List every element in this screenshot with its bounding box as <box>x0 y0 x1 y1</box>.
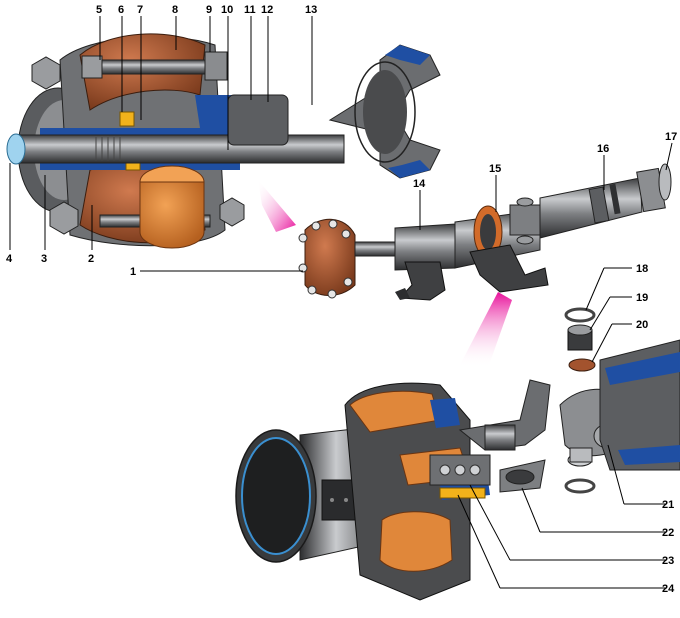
universal-joint-middle <box>509 197 541 245</box>
callout-7: 7 <box>137 4 143 16</box>
callout-23: 23 <box>662 555 674 567</box>
rear-shaft-section <box>599 339 680 471</box>
callout-16: 16 <box>597 143 609 155</box>
callout-10: 10 <box>221 4 233 16</box>
front-shaft <box>6 94 345 165</box>
callout-6: 6 <box>118 4 124 16</box>
callout-11: 11 <box>244 4 256 16</box>
callout-18: 18 <box>636 263 648 275</box>
callout-15: 15 <box>489 163 501 175</box>
callout-12: 12 <box>261 4 273 16</box>
universal-joint-rear <box>636 163 672 213</box>
support-bearing <box>429 454 491 499</box>
support-bracket-front <box>395 261 446 301</box>
pointer-arrow-lower <box>460 292 512 368</box>
centering-rubber-block <box>139 165 205 249</box>
retaining-ring-bottom <box>564 478 596 494</box>
leader-lines <box>9 16 673 589</box>
elastic-coupling <box>298 218 356 299</box>
callout-14: 14 <box>413 178 426 190</box>
callout-13: 13 <box>305 4 317 16</box>
coupling-nut-left <box>31 56 61 90</box>
callout-9: 9 <box>206 4 212 16</box>
callout-19: 19 <box>636 292 648 304</box>
elastic-coupling-cutaway <box>6 33 441 249</box>
callout-4: 4 <box>6 253 13 265</box>
intermediate-support-detail <box>235 379 551 601</box>
flange-washer <box>499 459 546 493</box>
callout-21: 21 <box>662 499 674 511</box>
support-fork <box>458 379 551 451</box>
callout-labels: 5 6 7 8 9 10 11 12 13 4 3 2 1 14 15 16 1… <box>6 4 677 595</box>
pointer-arrow-upper <box>258 180 296 232</box>
callout-1: 1 <box>130 266 136 278</box>
needle-bearing <box>567 324 593 351</box>
callout-20: 20 <box>636 319 648 331</box>
callout-22: 22 <box>662 527 674 539</box>
callout-5: 5 <box>96 4 102 16</box>
callout-3: 3 <box>41 253 47 265</box>
callout-8: 8 <box>172 4 178 16</box>
bearing-seal <box>568 358 596 372</box>
callout-2: 2 <box>88 253 94 265</box>
callout-24: 24 <box>662 583 675 595</box>
shaft-fork <box>328 44 441 179</box>
intermediate-support <box>469 205 549 293</box>
callout-17: 17 <box>665 131 677 143</box>
retaining-ring-top <box>564 307 596 323</box>
driveshaft-assembly <box>298 163 672 301</box>
